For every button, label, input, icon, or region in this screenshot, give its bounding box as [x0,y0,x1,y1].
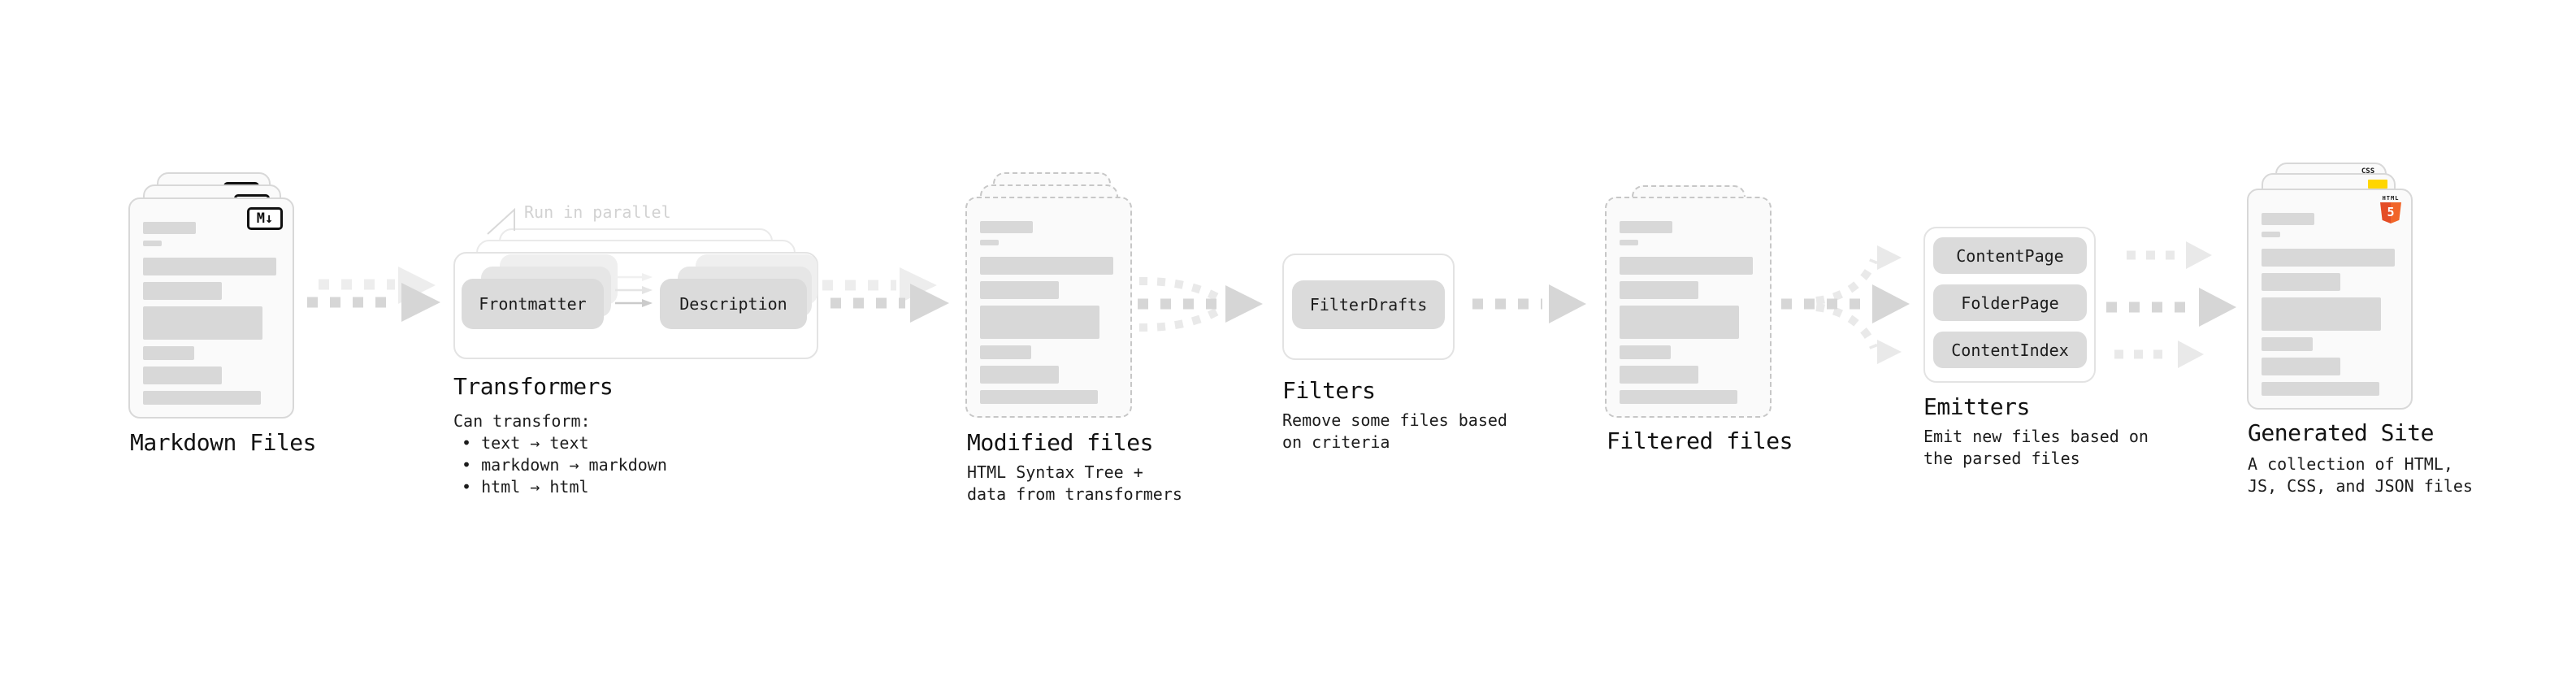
flow-arrow-4-icon [1472,284,1586,323]
transformers-bullets: • text → text • markdown → markdown • ht… [462,432,667,498]
flow-arrow-5-icon [1781,284,1910,323]
modified-file-card-front [965,197,1132,418]
emitters-desc: Emit new files based on the parsed files [1923,426,2149,470]
markdown-file-card-front: M↓ [128,197,294,419]
filters-desc: Remove some files based on criteria [1282,410,1507,453]
html5-shield-left [2380,202,2391,223]
html5-shield-number: 5 [2387,205,2395,219]
flow-arrow-6-top-icon [2127,241,2212,269]
desc-line: HTML Syntax Tree + [967,462,1143,482]
desc-line: Remove some files based [1282,410,1507,430]
desc-line: A collection of HTML, [2248,454,2453,474]
markdown-icon: M↓ [247,207,283,230]
desc-line: data from transformers [967,484,1182,504]
run-in-parallel-annotation: Run in parallel [524,202,671,222]
flow-arrow-3-icon [1138,285,1263,323]
emitter-pill-contentindex: ContentIndex [1933,332,2087,368]
transformer-pill-frontmatter: Frontmatter [462,279,604,329]
modified-desc: HTML Syntax Tree + data from transformer… [967,462,1182,505]
stage-title-filtered: Filtered files [1607,427,1793,454]
fan-arrowhead-bottom-icon [1877,340,1902,364]
fan-arrowhead-top-icon [1877,245,1902,270]
html5-shield: 5 [2380,202,2401,223]
emitter-pill-contentpage: ContentPage [1933,237,2087,274]
stage-title-transformers: Transformers [453,373,614,400]
desc-line: JS, CSS, and JSON files [2248,476,2473,496]
desc-line: the parsed files [1923,449,2080,468]
transformers-desc-heading: Can transform: [453,411,591,431]
flow-arrow-echo-icon [822,267,937,303]
bullet-item: • html → html [462,477,589,497]
skeleton-text-lines [2262,213,2395,402]
skeleton-text-lines [143,222,276,411]
flow-arrow-echo-icon [319,267,436,304]
js-icon [2368,180,2387,189]
html5-badge-label: HTML [2382,195,2400,202]
stage-title-generated: Generated Site [2248,419,2435,446]
fan-branch-top-icon [1815,258,1878,305]
stage-title-modified: Modified files [967,429,1154,456]
merge-branch-top-icon [1138,276,1223,303]
merge-branch-bottom-icon [1138,306,1223,332]
flow-arrow-6-bottom-icon [2114,340,2204,368]
flow-arrow-2-icon [830,284,949,323]
filter-pill-filterdrafts: FilterDrafts [1292,280,1445,329]
generated-file-card-html: HTML 5 [2247,189,2413,410]
desc-line: on criteria [1282,432,1390,452]
emitter-pill-folderpage: FolderPage [1933,284,2087,321]
skeleton-text-lines [980,221,1113,410]
fan-branch-bottom-icon [1815,303,1878,349]
bullet-item: • markdown → markdown [462,455,667,475]
html5-shield-right [2391,202,2401,223]
stage-title-markdown: Markdown Files [130,429,317,456]
transformer-pill-description: Description [660,279,807,329]
flow-arrow-1-icon [307,283,440,322]
desc-line: Emit new files based on [1923,427,2149,446]
generated-desc: A collection of HTML, JS, CSS, and JSON … [2248,453,2473,497]
stage-title-emitters: Emitters [1923,393,2030,420]
html5-icon: HTML 5 [2380,195,2401,223]
filtered-file-card-front [1605,197,1772,418]
skeleton-text-lines [1620,221,1753,410]
bullet-item: • text → text [462,433,589,453]
stage-title-filters: Filters [1282,377,1376,404]
flow-arrow-6-middle-icon [2106,288,2236,327]
css-badge-label: CSS [2361,167,2375,176]
